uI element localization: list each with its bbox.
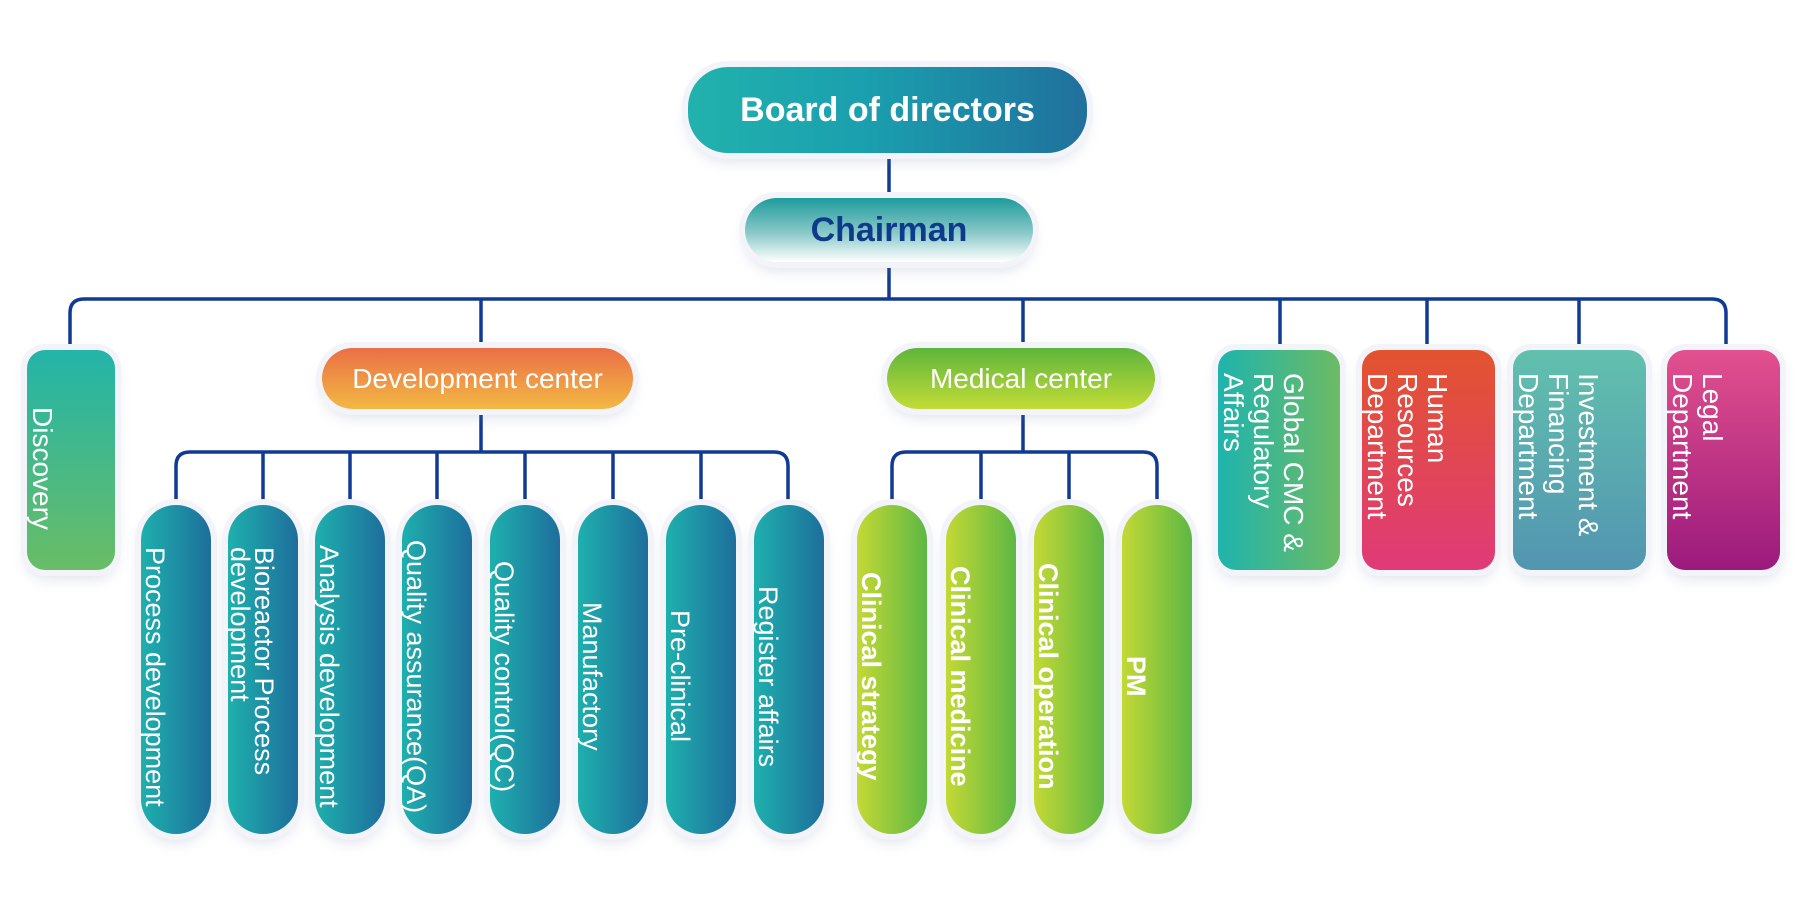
legal-department-node: Legal Department bbox=[1667, 350, 1780, 570]
dev-child-quality-control: Quality control(QC) bbox=[489, 505, 560, 834]
med-child-clinical-operation: Clinical operation bbox=[1033, 505, 1104, 834]
human-resources-node: Human Resources Department bbox=[1362, 350, 1495, 570]
dev-child-register-affairs: Register affairs bbox=[753, 505, 824, 834]
dev-child-process-development: Process development bbox=[140, 505, 211, 834]
dev-child-bioreactor-process-development: Bioreactor Process development bbox=[225, 505, 298, 834]
development-center-label: Development center bbox=[352, 362, 603, 394]
dev-child-quality-assurance: Quality assurance(QA) bbox=[401, 505, 472, 834]
board-of-directors-label: Board of directors bbox=[740, 90, 1035, 129]
med-child-label: PM bbox=[1121, 656, 1151, 697]
legal-department-label: Legal Department bbox=[1667, 373, 1728, 520]
connector-main-bus bbox=[68, 297, 1728, 350]
med-child-clinical-medicine: Clinical medicine bbox=[945, 505, 1016, 834]
dev-child-label: Pre-clinical bbox=[665, 610, 695, 743]
med-child-label: Clinical operation bbox=[1033, 563, 1063, 790]
discovery-node: Discovery bbox=[27, 350, 115, 570]
dev-child-label: Quality assurance(QA) bbox=[401, 539, 431, 814]
dev-child-label: Register affairs bbox=[753, 585, 783, 768]
human-resources-label: Human Resources Department bbox=[1362, 373, 1453, 520]
med-child-label: Clinical medicine bbox=[945, 566, 975, 787]
med-child-clinical-strategy: Clinical strategy bbox=[856, 505, 927, 834]
medical-center-label: Medical center bbox=[929, 362, 1113, 394]
board-of-directors-node: Board of directors bbox=[688, 67, 1087, 153]
med-child-label: Clinical strategy bbox=[856, 572, 886, 781]
investment-financing-label: Investment & Financing Department bbox=[1513, 373, 1604, 537]
investment-financing-node: Investment & Financing Department bbox=[1513, 350, 1646, 570]
medical-center-node: Medical center bbox=[887, 348, 1155, 409]
chairman-node: Chairman bbox=[745, 198, 1033, 262]
global-cmc-regulatory-node: Global CMC & Regulatory Affairs bbox=[1218, 350, 1340, 570]
dev-child-label: Process development bbox=[140, 546, 170, 807]
dev-child-manufactory: Manufactory bbox=[577, 505, 648, 834]
connector-development-bus bbox=[174, 450, 790, 505]
dev-child-analysis-development: Analysis development bbox=[314, 505, 385, 834]
development-center-node: Development center bbox=[322, 348, 633, 409]
connector-medical-bus bbox=[890, 450, 1159, 505]
discovery-label: Discovery bbox=[27, 406, 58, 530]
dev-child-label: Analysis development bbox=[314, 545, 344, 808]
dev-child-label: Bioreactor Process development bbox=[225, 546, 279, 775]
dev-child-pre-clinical: Pre-clinical bbox=[665, 505, 736, 834]
dev-child-label: Manufactory bbox=[577, 602, 607, 751]
chairman-label: Chairman bbox=[810, 210, 968, 249]
dev-child-label: Quality control(QC) bbox=[489, 560, 519, 793]
med-child-pm: PM bbox=[1121, 505, 1192, 834]
global-cmc-regulatory-label: Global CMC & Regulatory Affairs bbox=[1218, 373, 1309, 552]
